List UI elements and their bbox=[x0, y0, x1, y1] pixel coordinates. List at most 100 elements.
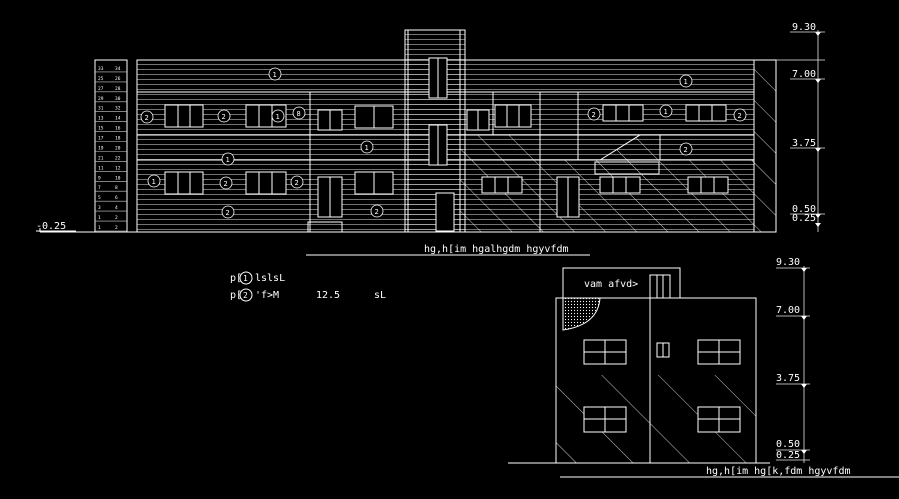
legend-circle bbox=[239, 271, 253, 285]
upper-windows bbox=[164, 104, 727, 131]
room-tag-number: 2 bbox=[738, 112, 742, 120]
main-dimension-column: 9.30 7.00 3.75 0.50 0.25 bbox=[776, 22, 825, 232]
stair-number: 26 bbox=[115, 76, 121, 82]
window bbox=[245, 171, 287, 195]
stair-column-frame bbox=[94, 59, 128, 233]
stair-number: 2 bbox=[115, 215, 118, 221]
window bbox=[164, 171, 204, 195]
legend-circle-number: 1 bbox=[243, 274, 248, 283]
room-tag-number: 2 bbox=[224, 180, 228, 188]
room-tag-circle bbox=[679, 142, 693, 156]
window bbox=[494, 104, 532, 128]
canopy bbox=[594, 161, 660, 175]
stair-number: 6 bbox=[115, 195, 118, 201]
room-tag-number: 8 bbox=[297, 110, 301, 118]
stair-number: 25 bbox=[98, 76, 104, 82]
roof-window bbox=[649, 274, 671, 299]
svg-text:7.00: 7.00 bbox=[792, 69, 816, 80]
svg-text:0.25: 0.25 bbox=[792, 213, 816, 224]
stair-number: 9 bbox=[98, 175, 101, 181]
room-tag-number: 2 bbox=[226, 209, 230, 217]
roof-patch bbox=[562, 297, 601, 331]
stair-number: 31 bbox=[98, 106, 104, 112]
stair-number: 7 bbox=[98, 185, 101, 191]
stair-number: 19 bbox=[98, 146, 104, 152]
roof-label: vam afvd> bbox=[584, 279, 638, 290]
room-tag-circle bbox=[140, 110, 154, 124]
svg-text:3.75: 3.75 bbox=[776, 373, 800, 384]
room-tag-number: 1 bbox=[684, 78, 688, 86]
stair-number: 12 bbox=[115, 165, 121, 171]
stair-number: 5 bbox=[98, 195, 101, 201]
side-elevation: vam afvd> 9.30 7. bbox=[508, 257, 899, 478]
legend-circle bbox=[239, 288, 253, 302]
entry-steps bbox=[307, 221, 343, 233]
room-tag-number: 2 bbox=[222, 113, 226, 121]
stair-number: 10 bbox=[115, 175, 121, 181]
level-left: -0.25 bbox=[36, 221, 66, 232]
stair-number: 8 bbox=[115, 185, 118, 191]
stair-number: 32 bbox=[115, 106, 121, 112]
room-tag-number: 2 bbox=[145, 114, 149, 122]
room-tag-circle bbox=[147, 174, 161, 188]
stair-number: 30 bbox=[115, 96, 121, 102]
legend-row2-text: 'f>M bbox=[255, 290, 279, 301]
room-tag-circle bbox=[271, 109, 285, 123]
room-tag-number: 1 bbox=[664, 108, 668, 116]
room-tag-circle bbox=[221, 152, 235, 166]
room-tag-circle bbox=[587, 107, 601, 121]
room-tag-number: 2 bbox=[684, 146, 688, 154]
room-tag-circle bbox=[219, 176, 233, 190]
room-tag-circle bbox=[292, 106, 306, 120]
room-tag-circle bbox=[360, 140, 374, 154]
stair-number: 27 bbox=[98, 86, 104, 92]
stair-number: 1 bbox=[98, 215, 101, 221]
side-dimension-column: 9.30 7.00 3.75 0.50 0.25 bbox=[776, 257, 810, 463]
room-tag-number: 1 bbox=[276, 113, 280, 121]
stair-number: 20 bbox=[115, 146, 121, 152]
window bbox=[685, 104, 727, 122]
stair-number: 3 bbox=[98, 205, 101, 211]
stair-number: 11 bbox=[98, 165, 104, 171]
lower-windows bbox=[164, 161, 729, 233]
svg-text:3.75: 3.75 bbox=[792, 138, 816, 149]
stair-number: 15 bbox=[98, 126, 104, 132]
room-tag-circle bbox=[290, 175, 304, 189]
level-930: 9.30 bbox=[790, 22, 825, 36]
legend-circle-number: 2 bbox=[243, 291, 248, 300]
svg-text:0.25: 0.25 bbox=[776, 450, 800, 461]
room-tag-number: 2 bbox=[592, 111, 596, 119]
window bbox=[599, 176, 641, 194]
legend-row2-value: 12.5 bbox=[316, 290, 340, 301]
room-tag-circle bbox=[659, 104, 673, 118]
legend-row1-text: lslsL bbox=[255, 273, 285, 284]
legend-row2-prefix: p[ bbox=[230, 290, 242, 301]
stair-number: 22 bbox=[115, 155, 121, 161]
room-tag-circle bbox=[268, 67, 282, 81]
side-level-930: 9.30 bbox=[776, 257, 810, 272]
stair-number: 17 bbox=[98, 136, 104, 142]
stair-number: 13 bbox=[98, 116, 104, 122]
room-tag-number: 2 bbox=[375, 208, 379, 216]
room-tag-circle bbox=[370, 204, 384, 218]
room-tag-number: 1 bbox=[273, 71, 277, 79]
stair-number: 4 bbox=[115, 205, 118, 211]
stair-number: 18 bbox=[115, 136, 121, 142]
legend-row1-prefix: p[ bbox=[230, 273, 242, 284]
room-tag-number: 1 bbox=[226, 156, 230, 164]
legend-row2-unit: sL bbox=[374, 290, 386, 301]
level-700: 7.00 bbox=[790, 69, 825, 83]
level-375: 3.75 bbox=[790, 138, 825, 152]
side-level-050: 0.50 bbox=[776, 439, 810, 454]
stair-number: 21 bbox=[98, 155, 104, 161]
room-tag-number: 1 bbox=[152, 178, 156, 186]
stair-number: 14 bbox=[115, 116, 121, 122]
svg-text:9.30: 9.30 bbox=[776, 257, 800, 268]
level-050: 0.50 bbox=[790, 204, 825, 218]
window bbox=[164, 104, 204, 128]
